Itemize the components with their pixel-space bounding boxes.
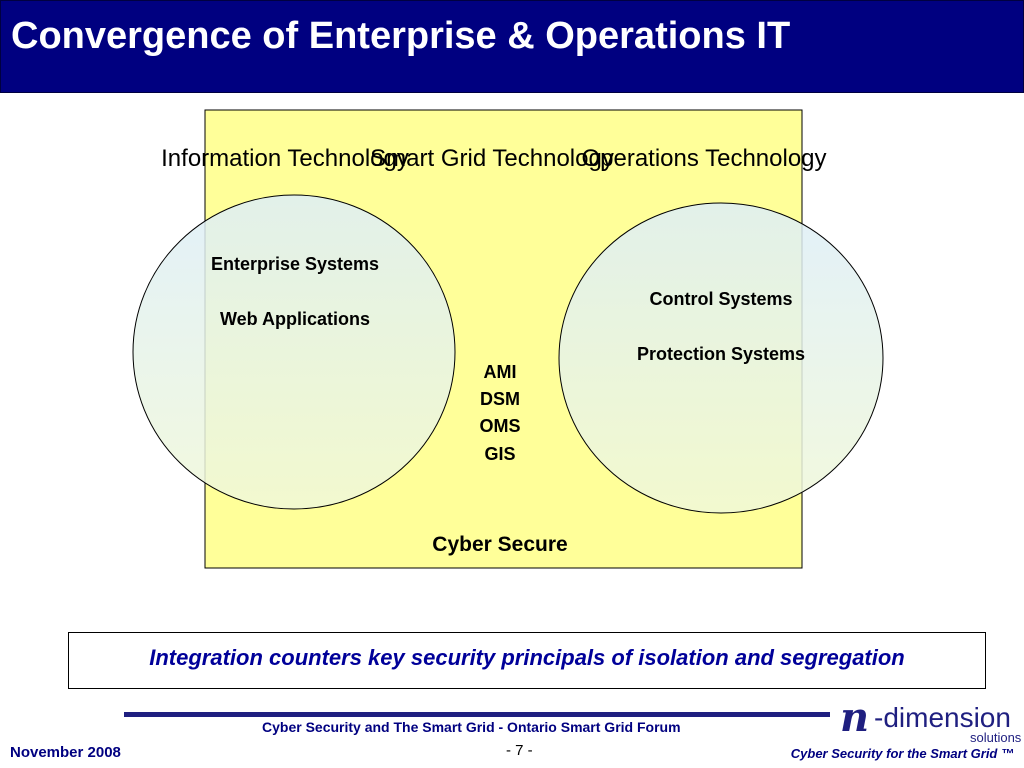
slide-title: Convergence of Enterprise & Operations I… [11,15,791,57]
message-box: Integration counters key security princi… [68,632,986,689]
sg-item-dsm: DSM [480,389,520,409]
ot-heading: Operations Technology [581,145,826,172]
sg-item-gis: GIS [484,444,515,464]
message-text: Integration counters key security princi… [149,645,905,670]
logo-subtitle: solutions [970,730,1022,745]
it-item-enterprise-systems: Enterprise Systems [211,254,379,274]
it-item-web-applications: Web Applications [220,309,370,329]
it-circle [132,194,456,510]
cyber-secure-label: Cyber Secure [432,533,567,556]
footer-center-text: Cyber Security and The Smart Grid - Onta… [262,719,681,735]
ot-item-protection-systems: Protection Systems [637,344,805,364]
sg-item-ami: AMI [484,362,517,382]
logo-mark: n [840,694,870,741]
ot-circle [558,202,884,514]
sg-item-oms: OMS [479,416,520,436]
ot-item-control-systems: Control Systems [649,289,792,309]
page-number: - 7 - [506,742,533,759]
smart-grid-heading: Smart Grid Technology [370,145,614,172]
footer-date: November 2008 [10,744,121,761]
it-heading: Information Technology [161,145,409,172]
logo-wordmark: -dimension [874,702,1011,733]
footer-right-text: Cyber Security for the Smart Grid ™ [790,746,1014,761]
footer-divider [124,712,830,717]
company-logo: n -dimension solutions [840,694,1021,745]
title-bar: Convergence of Enterprise & Operations I… [0,0,1024,93]
